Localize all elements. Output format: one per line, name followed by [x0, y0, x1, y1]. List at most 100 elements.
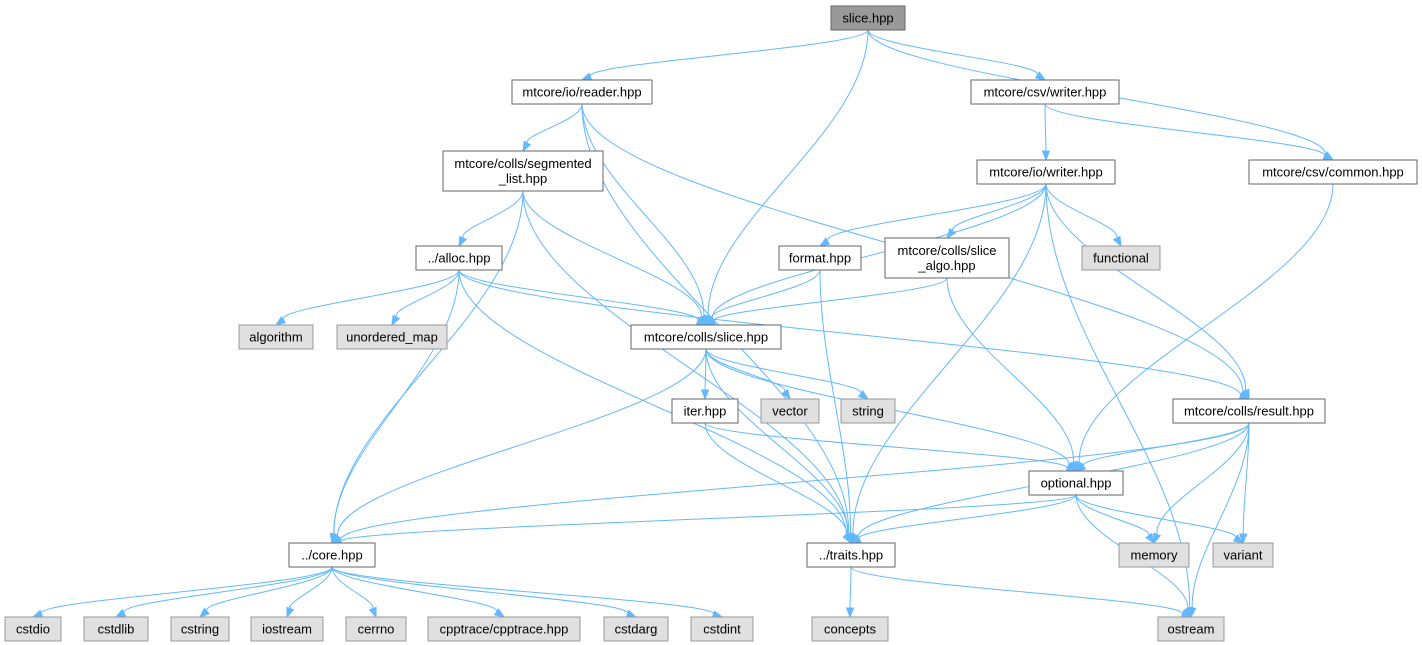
- edge-colls_slice-to-string: [705, 348, 870, 400]
- node-label: vector: [772, 404, 808, 419]
- edge-segmented_list-to-colls_slice: [522, 190, 707, 327]
- node-label: mtcore/colls/result.hpp: [1184, 404, 1314, 419]
- node-box: [603, 616, 669, 642]
- node-box: [1118, 542, 1190, 568]
- node-box: [976, 159, 1116, 185]
- node-label: mtcore/csv/common.hpp: [1262, 165, 1404, 180]
- node-ostream: ostream: [1157, 616, 1225, 642]
- edge-colls_slice-to-iter: [700, 348, 710, 401]
- node-box: [840, 398, 896, 424]
- node-cstring: cstring: [170, 616, 230, 642]
- node-box: [884, 237, 1010, 279]
- node-box: [4, 616, 62, 642]
- node-box: [427, 616, 581, 642]
- node-box: [238, 324, 314, 350]
- edge-segmented_list-to-core: [330, 190, 524, 545]
- edge-core-to-cerrno: [331, 566, 377, 619]
- node-io_reader[interactable]: mtcore/io/reader.hpp: [511, 79, 653, 105]
- edge-iter-to-traits: [704, 422, 852, 545]
- node-box: [170, 616, 230, 642]
- node-box: [336, 324, 448, 350]
- edge-core-to-cstdarg: [331, 566, 638, 618]
- node-label: optional.hpp: [1041, 476, 1112, 491]
- edge-result-to-ostream: [1188, 422, 1250, 619]
- edge-slice_algo-to-colls_slice: [704, 277, 948, 326]
- node-label: mtcore/colls/segmented: [454, 156, 591, 171]
- node-label: ../alloc.hpp: [428, 251, 491, 266]
- edge-core-to-cstdint: [331, 566, 724, 619]
- node-traits[interactable]: ../traits.hpp: [806, 542, 896, 568]
- node-label: ostream: [1168, 622, 1215, 637]
- edge-io_writer-to-format: [818, 183, 1047, 247]
- node-cstdlib: cstdlib: [83, 616, 149, 642]
- edge-alloc-to-core: [329, 269, 460, 545]
- node-label: cerrno: [358, 622, 395, 637]
- node-functional: functional: [1081, 245, 1161, 271]
- edge-alloc-to-colls_slice: [458, 269, 708, 326]
- node-label: cstdint: [703, 622, 741, 637]
- node-csv_common[interactable]: mtcore/csv/common.hpp: [1248, 159, 1418, 185]
- edge-format-to-colls_slice: [705, 269, 821, 327]
- node-box: [830, 5, 906, 31]
- node-colls_slice[interactable]: mtcore/colls/slice.hpp: [630, 324, 782, 350]
- node-unordered_map: unordered_map: [336, 324, 448, 350]
- node-algorithm: algorithm: [238, 324, 314, 350]
- edge-alloc-to-algorithm: [274, 269, 460, 326]
- node-box: [778, 245, 862, 271]
- node-cpptrace: cpptrace/cpptrace.hpp: [427, 616, 581, 642]
- node-box: [1172, 398, 1326, 424]
- node-label: iter.hpp: [684, 404, 727, 419]
- edge-result-to-memory: [1153, 422, 1250, 545]
- edge-core-to-cstring: [198, 566, 333, 618]
- node-alloc[interactable]: ../alloc.hpp: [415, 245, 503, 271]
- node-box: [1248, 159, 1418, 185]
- node-format[interactable]: format.hpp: [778, 245, 862, 271]
- node-box: [630, 324, 782, 350]
- node-label: format.hpp: [789, 251, 851, 266]
- node-box: [1157, 616, 1225, 642]
- node-box: [1028, 470, 1124, 496]
- node-label: cstdio: [16, 622, 50, 637]
- node-slice_algo[interactable]: mtcore/colls/slice_algo.hpp: [884, 237, 1010, 279]
- node-label: functional: [1093, 251, 1149, 266]
- node-label: ../core.hpp: [301, 548, 362, 563]
- node-result[interactable]: mtcore/colls/result.hpp: [1172, 398, 1326, 424]
- node-label: unordered_map: [346, 330, 438, 345]
- node-box: [345, 616, 407, 642]
- node-label: slice.hpp: [842, 11, 893, 26]
- node-label: cpptrace/cpptrace.hpp: [440, 622, 569, 637]
- node-label: string: [852, 404, 884, 419]
- node-iter[interactable]: iter.hpp: [671, 398, 739, 424]
- node-label: memory: [1131, 548, 1178, 563]
- edge-csv_common-to-optional: [1075, 183, 1334, 473]
- node-slice_root[interactable]: slice.hpp: [830, 5, 906, 31]
- edge-core-to-cpptrace: [331, 566, 506, 618]
- node-core[interactable]: ../core.hpp: [288, 542, 376, 568]
- node-box: [970, 79, 1120, 105]
- edge-csv_writer-to-csv_common: [1044, 103, 1335, 161]
- node-io_writer[interactable]: mtcore/io/writer.hpp: [976, 159, 1116, 185]
- edge-traits-to-ostream: [850, 566, 1193, 618]
- node-cstdint: cstdint: [690, 616, 754, 642]
- node-box: [760, 398, 820, 424]
- edge-io_reader-to-segmented_list: [522, 103, 583, 153]
- node-label: cstdlib: [98, 622, 135, 637]
- node-optional[interactable]: optional.hpp: [1028, 470, 1124, 496]
- node-cstdio: cstdio: [4, 616, 62, 642]
- edges-layer: [31, 29, 1335, 619]
- node-box: [288, 542, 376, 568]
- node-segmented_list[interactable]: mtcore/colls/segmented_list.hpp: [442, 150, 604, 192]
- edge-core-to-cstdlib: [114, 566, 333, 618]
- edge-colls_slice-to-vector: [705, 348, 791, 401]
- node-csv_writer[interactable]: mtcore/csv/writer.hpp: [970, 79, 1120, 105]
- node-concepts: concepts: [811, 616, 889, 642]
- edge-io_writer-to-result: [1045, 183, 1250, 401]
- node-vector: vector: [760, 398, 820, 424]
- node-label: _list.hpp: [498, 171, 547, 186]
- node-box: [83, 616, 149, 642]
- node-box: [415, 245, 503, 271]
- node-box: [811, 616, 889, 642]
- node-label: cstring: [181, 622, 219, 637]
- node-box: [511, 79, 653, 105]
